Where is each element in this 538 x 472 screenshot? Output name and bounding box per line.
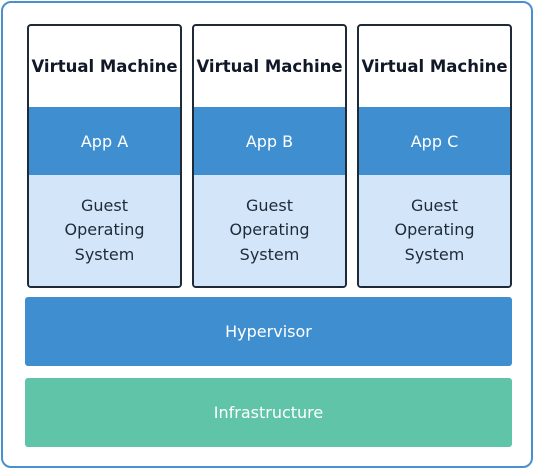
guest-os-layer: Guest Operating System — [194, 175, 345, 286]
guest-os-label: Guest Operating System — [64, 195, 145, 264]
virtual-machine-c: Virtual Machine App C Guest Operating Sy… — [357, 24, 512, 288]
app-layer-c: App C — [359, 107, 510, 175]
guest-os-layer: Guest Operating System — [29, 175, 180, 286]
guest-os-layer: Guest Operating System — [359, 175, 510, 286]
virtual-machine-a: Virtual Machine App A Guest Operating Sy… — [27, 24, 182, 288]
infrastructure-layer: Infrastructure — [25, 378, 512, 447]
hypervisor-layer: Hypervisor — [25, 297, 512, 366]
vm-title: Virtual Machine — [196, 57, 343, 76]
guest-os-label: Guest Operating System — [394, 195, 475, 264]
app-layer-a: App A — [29, 107, 180, 175]
guest-os-label: Guest Operating System — [229, 195, 310, 264]
app-layer-b: App B — [194, 107, 345, 175]
vm-title: Virtual Machine — [31, 57, 178, 76]
virtual-machine-b: Virtual Machine App B Guest Operating Sy… — [192, 24, 347, 288]
vm-title: Virtual Machine — [361, 57, 508, 76]
